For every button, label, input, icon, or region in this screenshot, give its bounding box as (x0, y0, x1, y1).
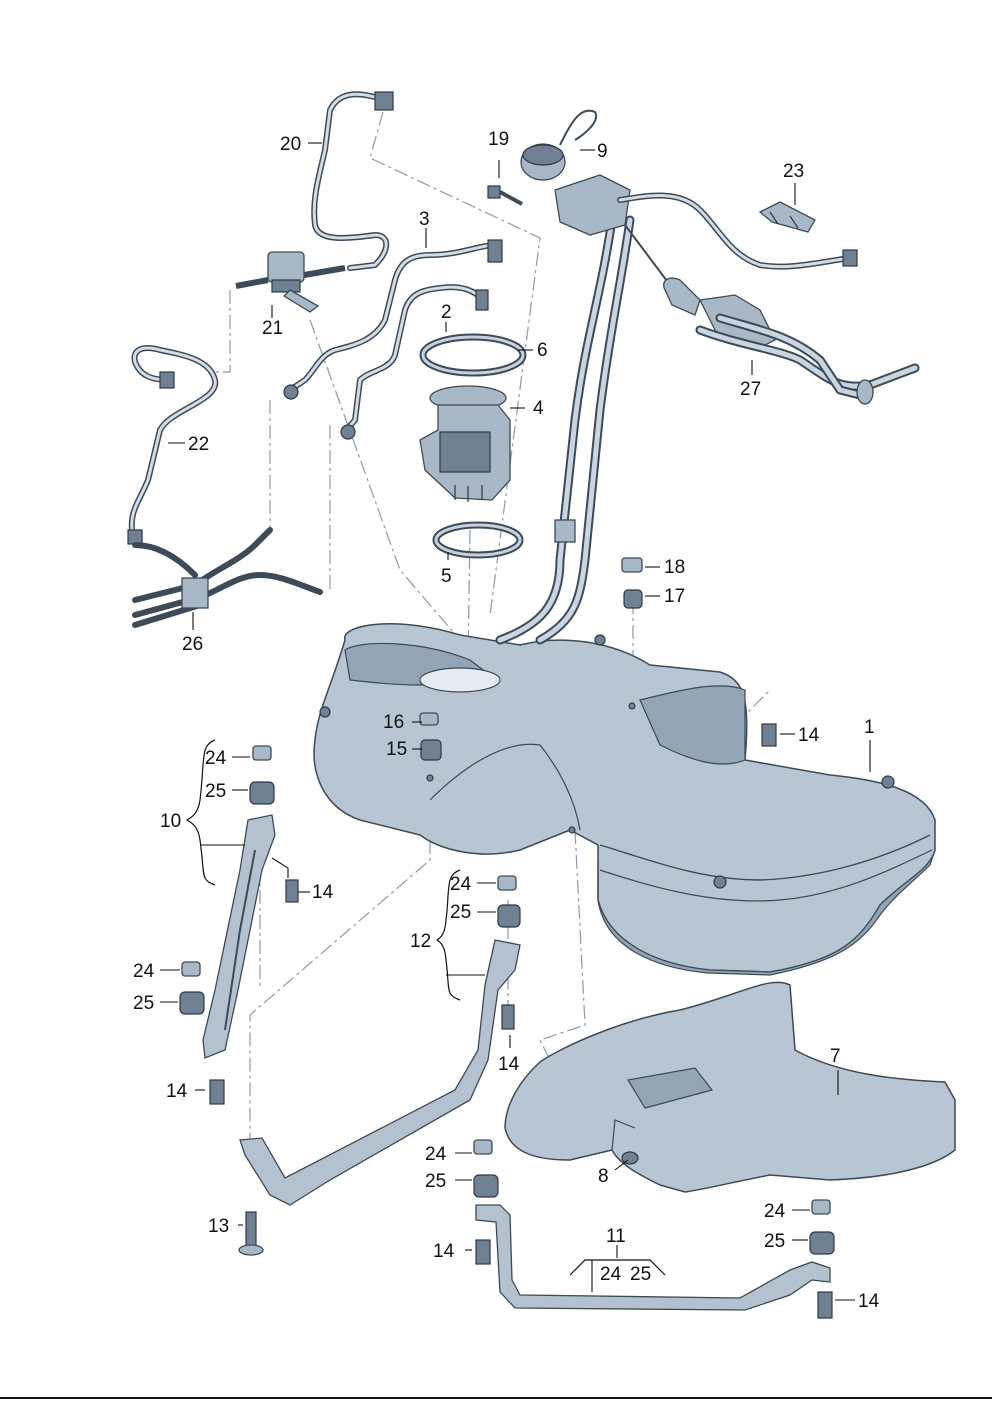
callout-24-f: 24 (764, 1201, 786, 1222)
strap-12 (239, 939, 521, 1206)
callout-9: 9 (597, 141, 608, 162)
callout-24-a: 24 (205, 748, 227, 769)
vent-assembly-27 (624, 224, 920, 405)
callout-27: 27 (740, 379, 761, 400)
callout-labels: 20 9 19 23 3 2 6 4 21 22 5 26 27 18 17 1… (133, 129, 880, 1312)
lines-2-3 (283, 239, 503, 440)
callout-2: 2 (441, 302, 452, 323)
callout-6: 6 (537, 340, 548, 361)
callout-17: 17 (664, 586, 685, 607)
callout-25-d: 25 (425, 1171, 446, 1192)
callout-25-c: 25 (133, 993, 154, 1014)
fuel-tank (313, 623, 936, 976)
callout-10: 10 (160, 811, 181, 832)
callout-25-b: 25 (450, 902, 471, 923)
bolt-19 (487, 185, 523, 206)
callout-25-e: 25 (630, 1264, 651, 1285)
valve-21 (235, 251, 346, 313)
callout-19: 19 (488, 129, 509, 150)
callout-14-e: 14 (433, 1241, 455, 1262)
callout-1: 1 (864, 717, 875, 738)
callout-5: 5 (441, 566, 452, 587)
line-20 (311, 91, 394, 271)
bolts-14 (209, 723, 833, 1319)
callout-14-d: 14 (166, 1081, 188, 1102)
vent-line (617, 192, 858, 270)
callout-22: 22 (188, 434, 209, 455)
callout-7: 7 (830, 1046, 841, 1067)
strap-10 (202, 814, 276, 1059)
callout-24-e: 24 (600, 1264, 622, 1285)
callout-11: 11 (606, 1226, 626, 1247)
heat-shield-7 (504, 981, 956, 1193)
callout-23: 23 (783, 161, 804, 182)
line-bundle-26 (132, 527, 323, 628)
locking-ring-6 (419, 333, 527, 377)
callout-16: 16 (383, 712, 404, 733)
callout-24-d: 24 (425, 1144, 447, 1165)
callout-18: 18 (664, 557, 685, 578)
callout-8: 8 (598, 1166, 609, 1187)
callout-26: 26 (182, 634, 203, 655)
callout-21: 21 (262, 318, 283, 339)
buffers-15-18 (419, 557, 643, 761)
callout-14-f: 14 (858, 1291, 880, 1312)
callout-3: 3 (419, 209, 430, 230)
callout-20: 20 (280, 134, 301, 155)
fuel-pump-4 (419, 385, 511, 502)
callout-24-b: 24 (450, 874, 472, 895)
fuel-cap (520, 109, 598, 181)
callout-14-b: 14 (312, 882, 334, 903)
callout-25-a: 25 (205, 781, 226, 802)
bolt-13 (238, 1211, 264, 1256)
callout-24-c: 24 (133, 961, 155, 982)
callout-4: 4 (533, 398, 544, 419)
leader-lines (160, 142, 871, 1301)
line-22 (127, 345, 219, 545)
callout-15: 15 (386, 739, 407, 760)
callout-13: 13 (208, 1216, 229, 1237)
seal-5 (432, 521, 524, 559)
callout-14-c: 14 (498, 1054, 520, 1075)
callout-12: 12 (410, 931, 431, 952)
callout-14-a: 14 (798, 725, 820, 746)
filler-neck (495, 174, 635, 645)
washers-24-25 (179, 745, 835, 1255)
strap-11 (475, 1204, 831, 1311)
callout-25-f: 25 (764, 1231, 785, 1252)
